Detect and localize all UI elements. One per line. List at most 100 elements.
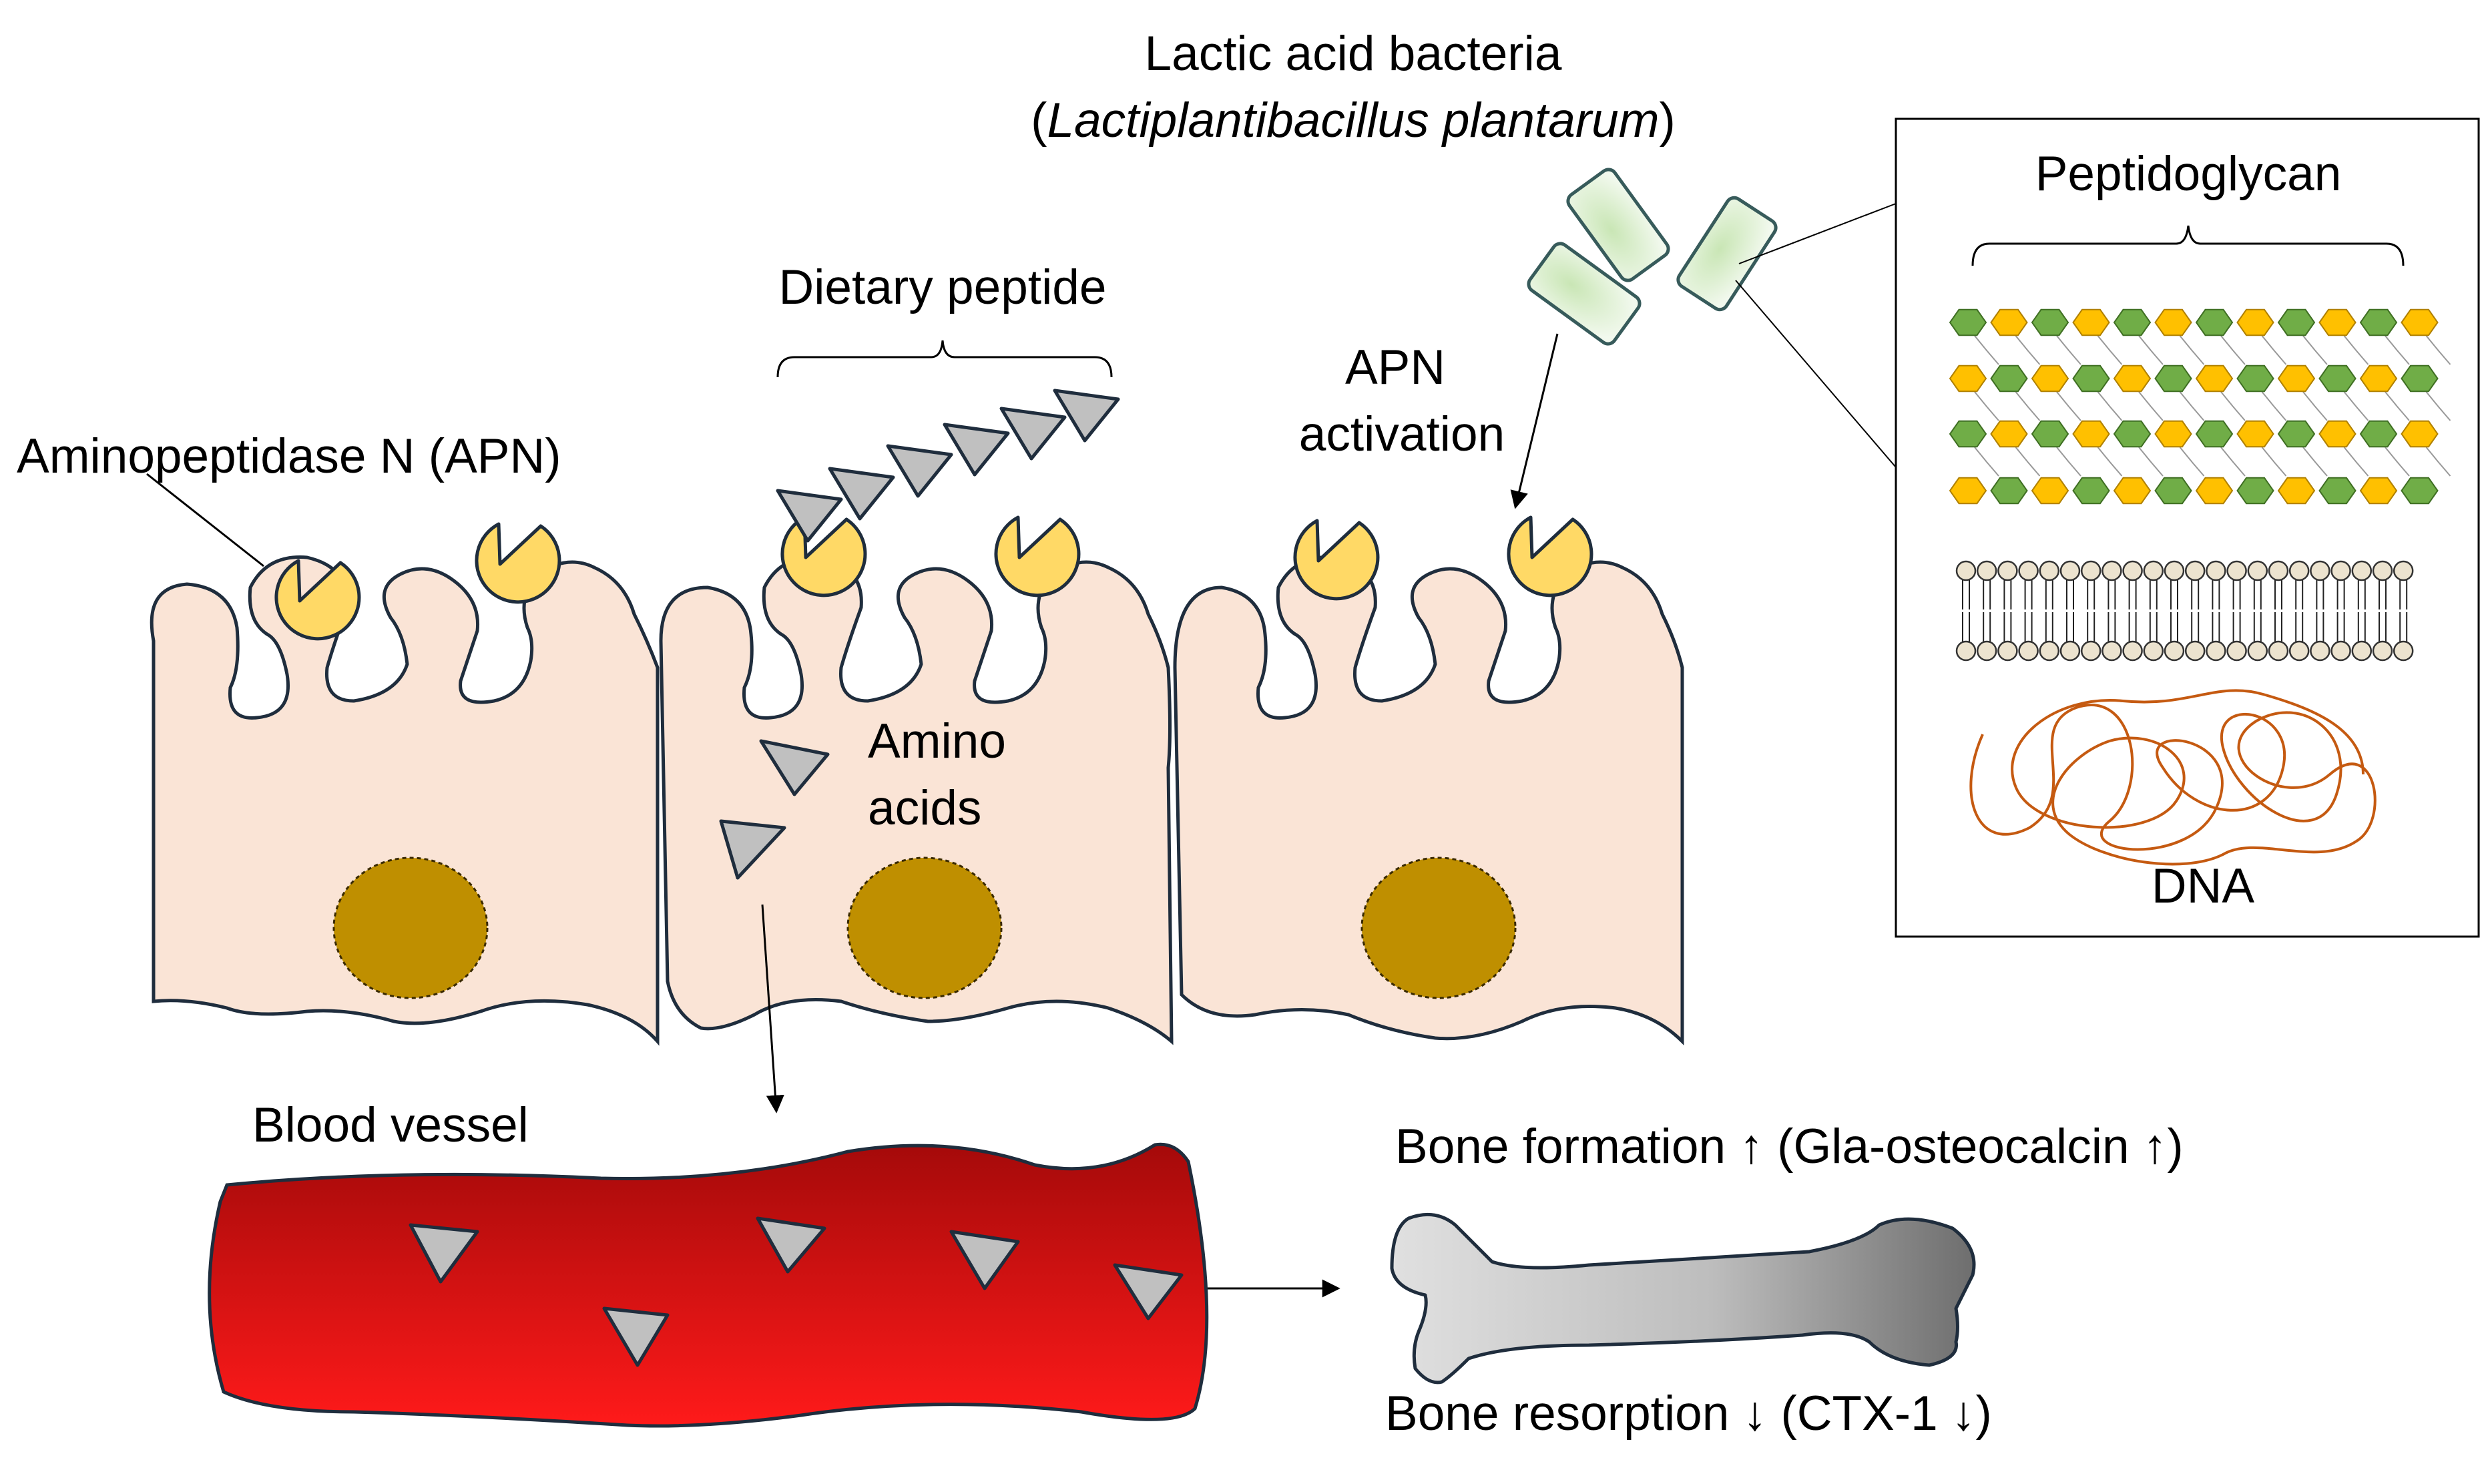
nag-sugar bbox=[2236, 364, 2274, 393]
lipid-head bbox=[2122, 560, 2143, 581]
lipid-head bbox=[2122, 640, 2143, 662]
peptide-crosslink bbox=[2015, 391, 2041, 421]
peptide-crosslink bbox=[2261, 447, 2287, 477]
peptide-crosslink bbox=[2056, 391, 2081, 421]
bone-formation-label: Bone formation ↑ (Gla-osteocalcin ↑) bbox=[1395, 1120, 2184, 1174]
bacteria-species: (Lactiplantibacillus plantarum) bbox=[1031, 93, 1676, 148]
bacterium bbox=[1676, 196, 1778, 312]
peptide-crosslink bbox=[2302, 447, 2328, 477]
nam-sugar bbox=[2401, 308, 2439, 336]
nag-sugar bbox=[2113, 308, 2152, 336]
peptide-crosslink bbox=[2179, 391, 2205, 421]
apn-receptor bbox=[1293, 519, 1380, 601]
peptide-crosslink bbox=[2220, 335, 2246, 365]
amino-acid bbox=[719, 819, 786, 880]
nam-sugar bbox=[2236, 308, 2274, 336]
peptide-crosslink bbox=[2220, 447, 2246, 477]
nag-sugar bbox=[1949, 308, 1987, 336]
epithelial-cell-1 bbox=[150, 555, 660, 1046]
nam-sugar bbox=[2195, 477, 2234, 505]
nag-sugar bbox=[2318, 364, 2356, 393]
lipid-head bbox=[2143, 640, 2164, 662]
nag-sugar bbox=[2277, 420, 2316, 448]
nag-sugar bbox=[2195, 420, 2234, 448]
lipid-head bbox=[1997, 560, 2018, 581]
lipid-head bbox=[2351, 560, 2373, 581]
zoom-lines bbox=[1735, 203, 1897, 468]
dietary-peptide-bracket bbox=[776, 340, 1113, 378]
lipid-head bbox=[1997, 640, 2018, 662]
nam-sugar bbox=[2277, 477, 2316, 505]
nam-sugar bbox=[2236, 420, 2274, 448]
nucleus bbox=[846, 856, 1003, 999]
dna-strand bbox=[1969, 689, 2377, 866]
peptidoglycan-label: Peptidoglycan bbox=[2035, 147, 2342, 201]
peptide-crosslink bbox=[1974, 335, 1999, 365]
peptide-crosslink bbox=[2138, 335, 2164, 365]
peptide-crosslink bbox=[2138, 391, 2164, 421]
lipid-head bbox=[2039, 560, 2060, 581]
nam-sugar bbox=[2359, 364, 2398, 393]
nam-sugar bbox=[2195, 364, 2234, 393]
lipid-head bbox=[1976, 560, 1997, 581]
lipid-head bbox=[2310, 640, 2330, 662]
nam-sugar bbox=[2113, 477, 2152, 505]
amino-acid bbox=[409, 1223, 479, 1284]
nam-sugar bbox=[2072, 420, 2110, 448]
lipid-head bbox=[2080, 560, 2101, 581]
lipid-head bbox=[2372, 640, 2393, 662]
peptide-crosslink bbox=[2343, 391, 2369, 421]
bacterium bbox=[1566, 168, 1670, 282]
apn-activation-label: APN bbox=[1345, 340, 1445, 395]
lipid-head bbox=[2184, 560, 2206, 581]
species-name: Lactiplantibacillus plantarum bbox=[1047, 93, 1659, 148]
lipid-head bbox=[2143, 560, 2164, 581]
bacteria bbox=[1527, 168, 1778, 346]
lipid-head bbox=[2393, 640, 2414, 662]
nag-sugar bbox=[1990, 364, 2028, 393]
nam-sugar bbox=[1990, 420, 2028, 448]
apn-label: Aminopeptidase N (APN) bbox=[17, 429, 561, 483]
dietary-peptide-chain bbox=[776, 389, 1120, 543]
lipid-head bbox=[2018, 640, 2039, 662]
nam-sugar bbox=[1949, 477, 1987, 505]
arrows bbox=[146, 333, 1559, 1298]
nag-sugar bbox=[2154, 477, 2192, 505]
dna-label: DNA bbox=[2152, 859, 2254, 913]
amino-acids-label: Amino bbox=[868, 714, 1006, 768]
peptide-crosslink bbox=[2425, 447, 2451, 477]
nag-sugar bbox=[1949, 420, 1987, 448]
nag-sugar bbox=[2072, 364, 2110, 393]
peptide-crosslink bbox=[2179, 447, 2205, 477]
apn-activation-label: activation bbox=[1299, 407, 1505, 461]
lipid-head bbox=[2059, 640, 2081, 662]
lipid-head bbox=[2393, 560, 2414, 581]
lipid-head bbox=[1955, 640, 1977, 662]
nag-sugar bbox=[2318, 477, 2356, 505]
lipid-head bbox=[2310, 560, 2330, 581]
lipid-head bbox=[2268, 640, 2289, 662]
lipid-head bbox=[2206, 560, 2226, 581]
apn-activation-arrow bbox=[1510, 333, 1559, 509]
peptide-crosslink bbox=[2097, 447, 2123, 477]
lipid-head bbox=[2226, 640, 2247, 662]
lipid-head bbox=[2206, 640, 2226, 662]
peptide-crosslink bbox=[1974, 447, 1999, 477]
peptide-crosslink bbox=[2015, 335, 2041, 365]
nag-sugar bbox=[2154, 364, 2192, 393]
lipid-head bbox=[2288, 560, 2310, 581]
nag-sugar bbox=[2236, 477, 2274, 505]
lipid-head bbox=[2059, 560, 2081, 581]
nam-sugar bbox=[1949, 364, 1987, 393]
peptide-crosslink bbox=[2220, 391, 2246, 421]
bone bbox=[1390, 1212, 1976, 1385]
apn-receptor bbox=[994, 515, 1081, 597]
nuclei bbox=[332, 856, 1517, 999]
nam-sugar bbox=[2318, 420, 2356, 448]
nam-sugar bbox=[2401, 420, 2439, 448]
blood-vessel bbox=[208, 1142, 1209, 1428]
peptide-crosslink bbox=[2097, 335, 2123, 365]
peptide-crosslink bbox=[2302, 335, 2328, 365]
lipid-head bbox=[2330, 560, 2351, 581]
